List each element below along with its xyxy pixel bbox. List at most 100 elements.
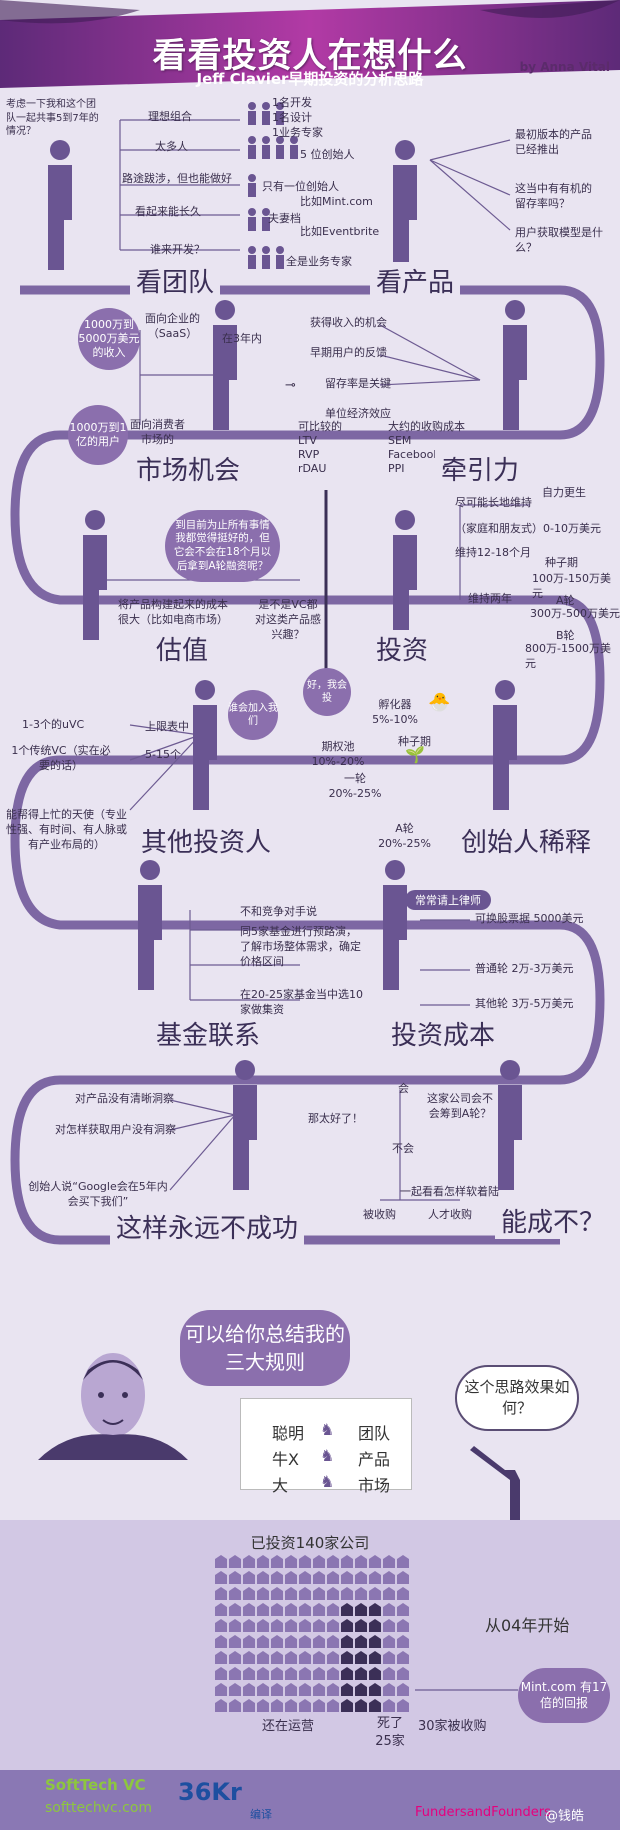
company-icon bbox=[341, 1555, 353, 1568]
sprout-icon: 🌱 bbox=[405, 745, 425, 764]
company-icon bbox=[299, 1603, 311, 1616]
company-icon bbox=[215, 1571, 227, 1584]
section-fund: 基金联系 bbox=[150, 1015, 267, 1052]
team-item: 看起来能长久 bbox=[135, 205, 201, 218]
summary-question-bubble: 这个思路效果如何？ bbox=[455, 1365, 579, 1431]
softtech-logo[interactable]: SoftTech VC bbox=[45, 1776, 146, 1794]
company-icon bbox=[243, 1699, 255, 1712]
team-item: 谁来开发？ bbox=[150, 243, 205, 256]
company-icon bbox=[299, 1635, 311, 1648]
company-icon bbox=[369, 1587, 381, 1600]
team-item: 理想组合 bbox=[148, 110, 192, 123]
company-icon bbox=[341, 1603, 353, 1616]
company-icon bbox=[355, 1619, 367, 1632]
rule-right: 产品 bbox=[358, 1450, 391, 1469]
section-never: 这样永远不成功 bbox=[110, 1208, 305, 1245]
person-icon bbox=[503, 300, 527, 430]
kr-logo[interactable]: 36Kr bbox=[178, 1778, 242, 1806]
investment-label: 自力更生 bbox=[542, 486, 586, 499]
company-icon bbox=[257, 1683, 269, 1696]
traction-compare: rDAU bbox=[298, 462, 327, 475]
traction-item: 获得收入的机会 bbox=[310, 316, 387, 329]
company-icon bbox=[327, 1555, 339, 1568]
section-valuation: 估值 bbox=[150, 630, 215, 667]
company-icon bbox=[313, 1699, 325, 1712]
company-icon bbox=[229, 1651, 241, 1664]
dilution-seed: 种子期 bbox=[398, 735, 431, 748]
company-icon bbox=[271, 1699, 283, 1712]
other-vc: 1个传统VC（实在必要的话） bbox=[11, 744, 111, 772]
company-icon bbox=[299, 1699, 311, 1712]
company-icon bbox=[229, 1619, 241, 1632]
section-dilution: 创始人稀释 bbox=[455, 822, 598, 859]
company-icon bbox=[285, 1571, 297, 1584]
company-icon bbox=[229, 1571, 241, 1584]
company-icon bbox=[299, 1555, 311, 1568]
section-can: 能成不？ bbox=[495, 1202, 612, 1239]
team-detail: 全是业务专家 bbox=[286, 255, 352, 268]
company-icon bbox=[229, 1555, 241, 1568]
company-icon bbox=[257, 1587, 269, 1600]
investment-item: 800万-1500万美元 bbox=[525, 642, 611, 670]
rule-left: 大 bbox=[272, 1476, 289, 1495]
company-icon bbox=[215, 1667, 227, 1680]
portfolio-title: 已投资140家公司 bbox=[250, 1534, 370, 1552]
company-icon bbox=[243, 1587, 255, 1600]
company-icon bbox=[229, 1667, 241, 1680]
company-icon bbox=[215, 1603, 227, 1616]
company-icon bbox=[243, 1619, 255, 1632]
company-icon bbox=[285, 1603, 297, 1616]
company-icon bbox=[397, 1587, 409, 1600]
company-icon bbox=[243, 1683, 255, 1696]
team-item: 太多人 bbox=[155, 140, 188, 153]
dilution-roundA: A轮 20%-25% bbox=[378, 822, 431, 850]
company-icon bbox=[313, 1555, 325, 1568]
company-icon bbox=[341, 1699, 353, 1712]
company-icon bbox=[327, 1587, 339, 1600]
company-icon bbox=[313, 1619, 325, 1632]
company-icon bbox=[369, 1555, 381, 1568]
team-detail: 1业务专家 bbox=[272, 126, 323, 139]
team-detail: 比如Mint.com bbox=[300, 195, 373, 208]
company-icon bbox=[215, 1555, 227, 1568]
company-icon bbox=[271, 1667, 283, 1680]
company-icon bbox=[243, 1555, 255, 1568]
traction-compare: RVP bbox=[298, 448, 320, 461]
company-icon bbox=[327, 1667, 339, 1680]
market-b2b-label: 面向企业的（SaaS） bbox=[145, 312, 200, 340]
company-icon bbox=[397, 1683, 409, 1696]
company-icon bbox=[285, 1699, 297, 1712]
company-icon bbox=[229, 1635, 241, 1648]
other-uvc: 1-3个的uVC bbox=[22, 718, 85, 731]
company-icon bbox=[257, 1651, 269, 1664]
company-icon bbox=[355, 1555, 367, 1568]
traction-cost-label: 大约的收购成本 bbox=[388, 420, 465, 433]
company-icon bbox=[243, 1651, 255, 1664]
investment-item: 尽可能长地维持 bbox=[455, 496, 532, 509]
traction-compare: LTV bbox=[298, 434, 317, 447]
company-icon bbox=[355, 1635, 367, 1648]
other-angel: 能帮得上忙的天使（专业性强、有时间、有人脉或有产业布局的） bbox=[6, 808, 127, 851]
section-market: 市场机会 bbox=[130, 450, 247, 487]
company-icon bbox=[285, 1667, 297, 1680]
funders-logo[interactable]: FundersandFounders bbox=[415, 1805, 551, 1820]
traction-item: 单位经济效应 bbox=[325, 407, 391, 420]
company-icon bbox=[313, 1571, 325, 1584]
company-icon bbox=[313, 1683, 325, 1696]
weibo-handle[interactable]: @钱皓 bbox=[545, 1809, 585, 1824]
company-icon bbox=[355, 1667, 367, 1680]
company-icon bbox=[299, 1651, 311, 1664]
rule-left: 聪明 bbox=[272, 1424, 305, 1443]
rule-left: 牛X bbox=[272, 1450, 299, 1469]
portfolio-acquired: 30家被收购 bbox=[418, 1719, 487, 1734]
softtech-url[interactable]: softtechvc.com bbox=[45, 1800, 153, 1816]
author-byline: by Anna Vital bbox=[519, 60, 610, 74]
company-icon bbox=[369, 1667, 381, 1680]
company-icon bbox=[369, 1683, 381, 1696]
company-icon bbox=[299, 1667, 311, 1680]
other-upper: 上限表中 bbox=[145, 720, 189, 733]
rule-right: 团队 bbox=[358, 1424, 391, 1443]
company-icon bbox=[215, 1635, 227, 1648]
